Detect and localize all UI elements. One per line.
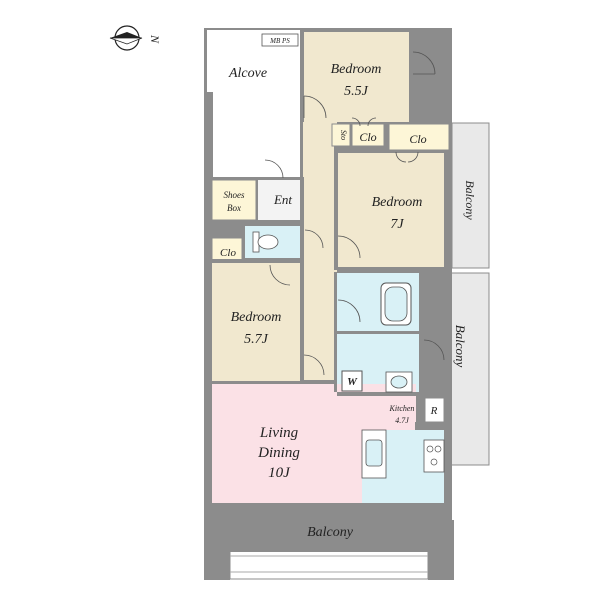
- wall: [300, 178, 304, 383]
- top-right-column: [410, 88, 452, 124]
- interior-walls: [207, 30, 452, 510]
- balcony-right-top: [451, 122, 490, 269]
- wall: [337, 267, 449, 272]
- mbps-box: [261, 33, 299, 47]
- door-swing: [337, 235, 361, 259]
- stove-top: [423, 439, 445, 473]
- door-swing: [269, 264, 291, 286]
- sto-label: Sto: [339, 130, 348, 140]
- wall: [337, 392, 424, 396]
- shoes-label-1: Shoes: [224, 190, 245, 200]
- clo-b-label: Clo: [409, 132, 426, 146]
- fridge-label: R: [430, 405, 438, 417]
- washer-box: [341, 370, 363, 392]
- bedroom-top-size: 5.5J: [344, 84, 369, 99]
- sink-icon: [385, 371, 413, 393]
- clo-b-area: [388, 123, 450, 151]
- toilet-bowl: [257, 234, 279, 250]
- door-swing: [303, 95, 327, 119]
- sink-basin: [390, 375, 408, 389]
- alcove-label: Alcove: [228, 66, 267, 81]
- wall: [334, 150, 449, 153]
- living-area-top: [212, 384, 416, 430]
- door-swing: [395, 151, 407, 163]
- balcony-right-mid-label: Balcony: [453, 325, 468, 368]
- corridor-top: [303, 118, 409, 122]
- mbps-label: MB PS: [269, 37, 290, 45]
- wall: [334, 272, 337, 392]
- washer-icon: [341, 370, 363, 392]
- bedroom-left-label: Bedroom: [231, 310, 282, 325]
- door-swing: [337, 299, 361, 323]
- burner: [434, 445, 442, 453]
- bathtub-icon: [380, 282, 412, 326]
- wall: [207, 177, 304, 180]
- shoes-box-area: [211, 179, 257, 221]
- washer-label: W: [347, 376, 358, 388]
- door-swing: [412, 51, 436, 75]
- door-swing: [407, 151, 419, 163]
- door-swing: [351, 117, 361, 127]
- compass-needle-tail: [109, 37, 143, 45]
- kitchen-size: 4.7J: [395, 416, 409, 425]
- bedroom-left-area: [212, 263, 300, 381]
- north-label: N: [148, 34, 162, 44]
- door-swing: [423, 339, 445, 361]
- door-swing: [303, 354, 325, 376]
- wall: [207, 259, 303, 263]
- entrance-area: [258, 178, 303, 220]
- door-swing: [304, 229, 324, 249]
- wall: [207, 220, 303, 224]
- compass: N: [109, 25, 162, 51]
- kitchen-basin: [365, 439, 383, 467]
- kitchen-label: Kitchen: [389, 404, 415, 413]
- bedroom-top-label: Bedroom: [331, 62, 382, 77]
- sto-area: [331, 123, 351, 147]
- wall: [337, 331, 419, 334]
- alcove-wall: [207, 92, 213, 178]
- bottom-wall-left: [204, 520, 230, 580]
- compass-needle-icon: [110, 32, 142, 38]
- bedroom-mid-size: 7J: [390, 217, 404, 232]
- bedroom-mid-label: Bedroom: [372, 195, 423, 210]
- corridor-area: [303, 118, 337, 380]
- balcony-right-top-label: Balcony: [463, 180, 477, 220]
- kitchen-sink-icon: [361, 429, 387, 479]
- wall: [444, 150, 452, 510]
- shoes-label-2: Box: [227, 203, 241, 213]
- burner: [426, 445, 434, 453]
- alcove-area: [207, 30, 300, 178]
- living-label-1: Living: [259, 425, 299, 441]
- wall: [419, 270, 424, 395]
- bedroom-left-size: 5.7J: [244, 332, 269, 347]
- wall: [409, 30, 413, 122]
- doors: [264, 51, 445, 376]
- balcony-bottom-rail: [229, 548, 429, 580]
- clo-left-label: Clo: [220, 247, 236, 259]
- bathtub-inner: [384, 286, 408, 322]
- stove-icon: [423, 439, 445, 473]
- wall: [415, 422, 445, 430]
- wall: [207, 503, 447, 509]
- living-label-2: Dining: [257, 445, 300, 461]
- living-size: 10J: [268, 465, 291, 481]
- wall: [334, 146, 338, 270]
- wall: [300, 30, 304, 122]
- clo-a-label: Clo: [359, 130, 376, 144]
- bedroom-mid-area: [337, 152, 449, 267]
- toilet-icon: [252, 231, 279, 253]
- burner: [430, 458, 438, 466]
- bottom-wall-right: [428, 520, 454, 580]
- wall: [207, 381, 304, 384]
- ent-label: Ent: [273, 192, 292, 207]
- door-swing: [367, 117, 377, 127]
- balcony-bottom-label: Balcony: [307, 525, 354, 540]
- door-swing: [264, 159, 284, 179]
